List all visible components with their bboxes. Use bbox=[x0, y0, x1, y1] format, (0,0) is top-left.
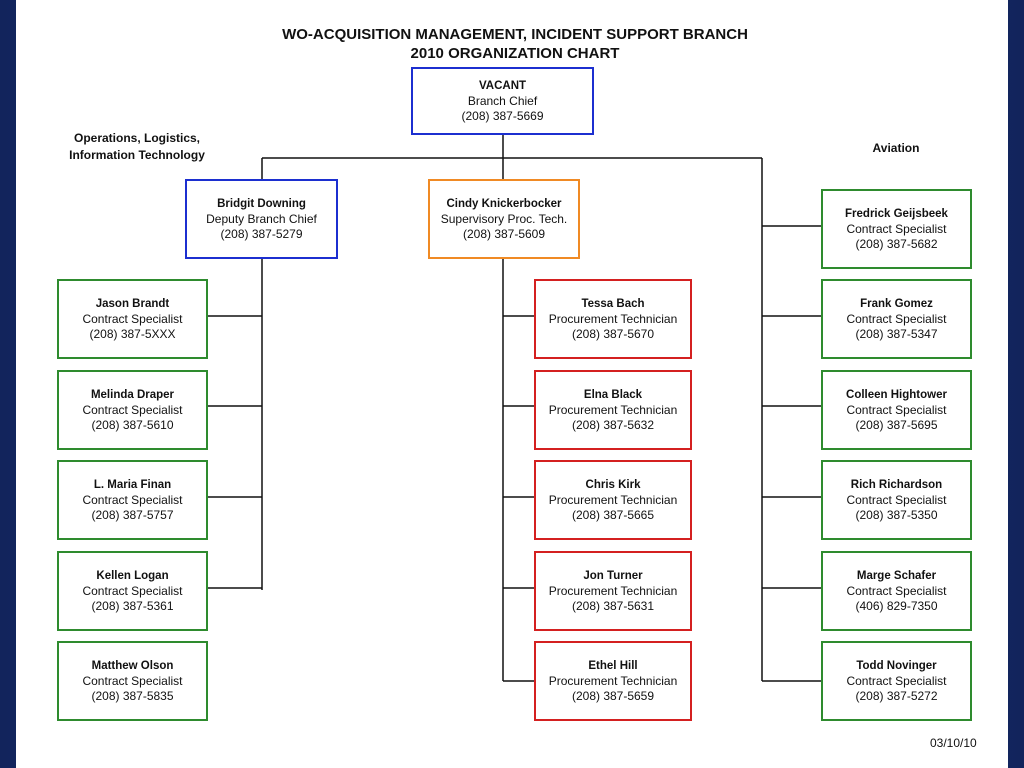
person-name: Rich Richardson bbox=[850, 478, 943, 491]
staff-box-left: L. Maria Finan Contract Specialist (208)… bbox=[57, 460, 208, 540]
person-name: Cindy Knickerbocker bbox=[446, 197, 562, 210]
person-phone: (208) 387-5632 bbox=[571, 417, 655, 432]
person-title: Procurement Technician bbox=[548, 402, 678, 417]
person-name: Colleen Hightower bbox=[846, 388, 947, 401]
person-title: Contract Specialist bbox=[82, 492, 183, 507]
person-title: Contract Specialist bbox=[846, 311, 947, 326]
person-title: Contract Specialist bbox=[846, 402, 947, 417]
staff-box-middle: Elna Black Procurement Technician (208) … bbox=[534, 370, 692, 450]
person-title: Procurement Technician bbox=[548, 492, 678, 507]
staff-box-right: Todd Novinger Contract Specialist (208) … bbox=[821, 641, 972, 721]
person-phone: (208) 387-5669 bbox=[461, 108, 544, 123]
person-name: Marge Schafer bbox=[856, 569, 937, 582]
staff-box-right: Rich Richardson Contract Specialist (208… bbox=[821, 460, 972, 540]
person-title: Contract Specialist bbox=[82, 402, 183, 417]
revision-date: 03/10/10 bbox=[930, 736, 977, 750]
staff-box-right: Frank Gomez Contract Specialist (208) 38… bbox=[821, 279, 972, 359]
person-phone: (208) 387-5361 bbox=[91, 598, 174, 613]
staff-box-right: Marge Schafer Contract Specialist (406) … bbox=[821, 551, 972, 631]
person-name: Jason Brandt bbox=[95, 297, 170, 310]
person-phone: (208) 387-5272 bbox=[855, 688, 938, 703]
person-phone: (208) 387-5631 bbox=[571, 598, 655, 613]
staff-box-middle: Ethel Hill Procurement Technician (208) … bbox=[534, 641, 692, 721]
person-name: L. Maria Finan bbox=[93, 478, 172, 491]
person-phone: (208) 387-5665 bbox=[571, 507, 655, 522]
person-phone: (406) 829-7350 bbox=[855, 598, 938, 613]
person-name: Ethel Hill bbox=[588, 659, 638, 672]
person-name: Jon Turner bbox=[583, 569, 643, 582]
person-phone: (208) 387-5757 bbox=[91, 507, 174, 522]
person-name: Kellen Logan bbox=[96, 569, 169, 582]
person-title: Branch Chief bbox=[467, 93, 538, 108]
person-name: Frank Gomez bbox=[860, 297, 933, 310]
person-title: Procurement Technician bbox=[548, 583, 678, 598]
person-title: Contract Specialist bbox=[846, 583, 947, 598]
person-phone: (208) 387-5670 bbox=[571, 326, 655, 341]
person-phone: (208) 387-5682 bbox=[855, 236, 938, 251]
person-name: Chris Kirk bbox=[585, 478, 641, 491]
person-title: Contract Specialist bbox=[82, 311, 183, 326]
person-title: Contract Specialist bbox=[82, 673, 183, 688]
person-title: Contract Specialist bbox=[846, 221, 947, 236]
person-name: Melinda Draper bbox=[90, 388, 175, 401]
person-name: Bridgit Downing bbox=[217, 197, 306, 210]
section-label-line2: Information Technology bbox=[69, 148, 205, 162]
deputy-chief-box: Bridgit Downing Deputy Branch Chief (208… bbox=[185, 179, 338, 259]
person-name: Fredrick Geijsbeek bbox=[845, 207, 948, 220]
person-phone: (208) 387-5610 bbox=[91, 417, 174, 432]
staff-box-right: Fredrick Geijsbeek Contract Specialist (… bbox=[821, 189, 972, 269]
staff-box-left: Melinda Draper Contract Specialist (208)… bbox=[57, 370, 208, 450]
person-phone: (208) 387-5659 bbox=[571, 688, 655, 703]
person-name: Todd Novinger bbox=[856, 659, 937, 672]
chart-title: WO-ACQUISITION MANAGEMENT, INCIDENT SUPP… bbox=[282, 26, 748, 43]
staff-box-right: Colleen Hightower Contract Specialist (2… bbox=[821, 370, 972, 450]
person-phone: (208) 387-5279 bbox=[220, 226, 303, 241]
person-name: VACANT bbox=[478, 79, 527, 92]
chart-subtitle: 2010 ORGANIZATION CHART bbox=[410, 45, 620, 62]
staff-box-left: Matthew Olson Contract Specialist (208) … bbox=[57, 641, 208, 721]
person-title: Contract Specialist bbox=[82, 583, 183, 598]
staff-box-left: Kellen Logan Contract Specialist (208) 3… bbox=[57, 551, 208, 631]
section-label-line1: Operations, Logistics, bbox=[73, 131, 201, 145]
person-phone: (208) 387-5609 bbox=[462, 226, 546, 241]
person-title: Contract Specialist bbox=[846, 673, 947, 688]
branch-chief-box: VACANT Branch Chief (208) 387-5669 bbox=[411, 67, 594, 135]
section-label-operations: Operations, Logistics, Information Techn… bbox=[52, 130, 222, 164]
person-title: Procurement Technician bbox=[548, 311, 678, 326]
person-name: Elna Black bbox=[583, 388, 643, 401]
person-phone: (208) 387-5347 bbox=[855, 326, 938, 341]
person-name: Matthew Olson bbox=[91, 659, 174, 672]
staff-box-middle: Jon Turner Procurement Technician (208) … bbox=[534, 551, 692, 631]
person-title: Deputy Branch Chief bbox=[206, 211, 317, 226]
person-phone: (208) 387-5350 bbox=[855, 507, 938, 522]
person-title: Supervisory Proc. Tech. bbox=[440, 211, 568, 226]
person-name: Tessa Bach bbox=[581, 297, 645, 310]
staff-box-middle: Tessa Bach Procurement Technician (208) … bbox=[534, 279, 692, 359]
staff-box-left: Jason Brandt Contract Specialist (208) 3… bbox=[57, 279, 208, 359]
person-title: Contract Specialist bbox=[846, 492, 947, 507]
person-phone: (208) 387-5835 bbox=[91, 688, 174, 703]
supervisor-box: Cindy Knickerbocker Supervisory Proc. Te… bbox=[428, 179, 580, 259]
staff-box-middle: Chris Kirk Procurement Technician (208) … bbox=[534, 460, 692, 540]
section-label-aviation: Aviation bbox=[872, 141, 920, 155]
person-phone: (208) 387-5XXX bbox=[89, 326, 176, 341]
person-title: Procurement Technician bbox=[548, 673, 678, 688]
person-phone: (208) 387-5695 bbox=[855, 417, 938, 432]
